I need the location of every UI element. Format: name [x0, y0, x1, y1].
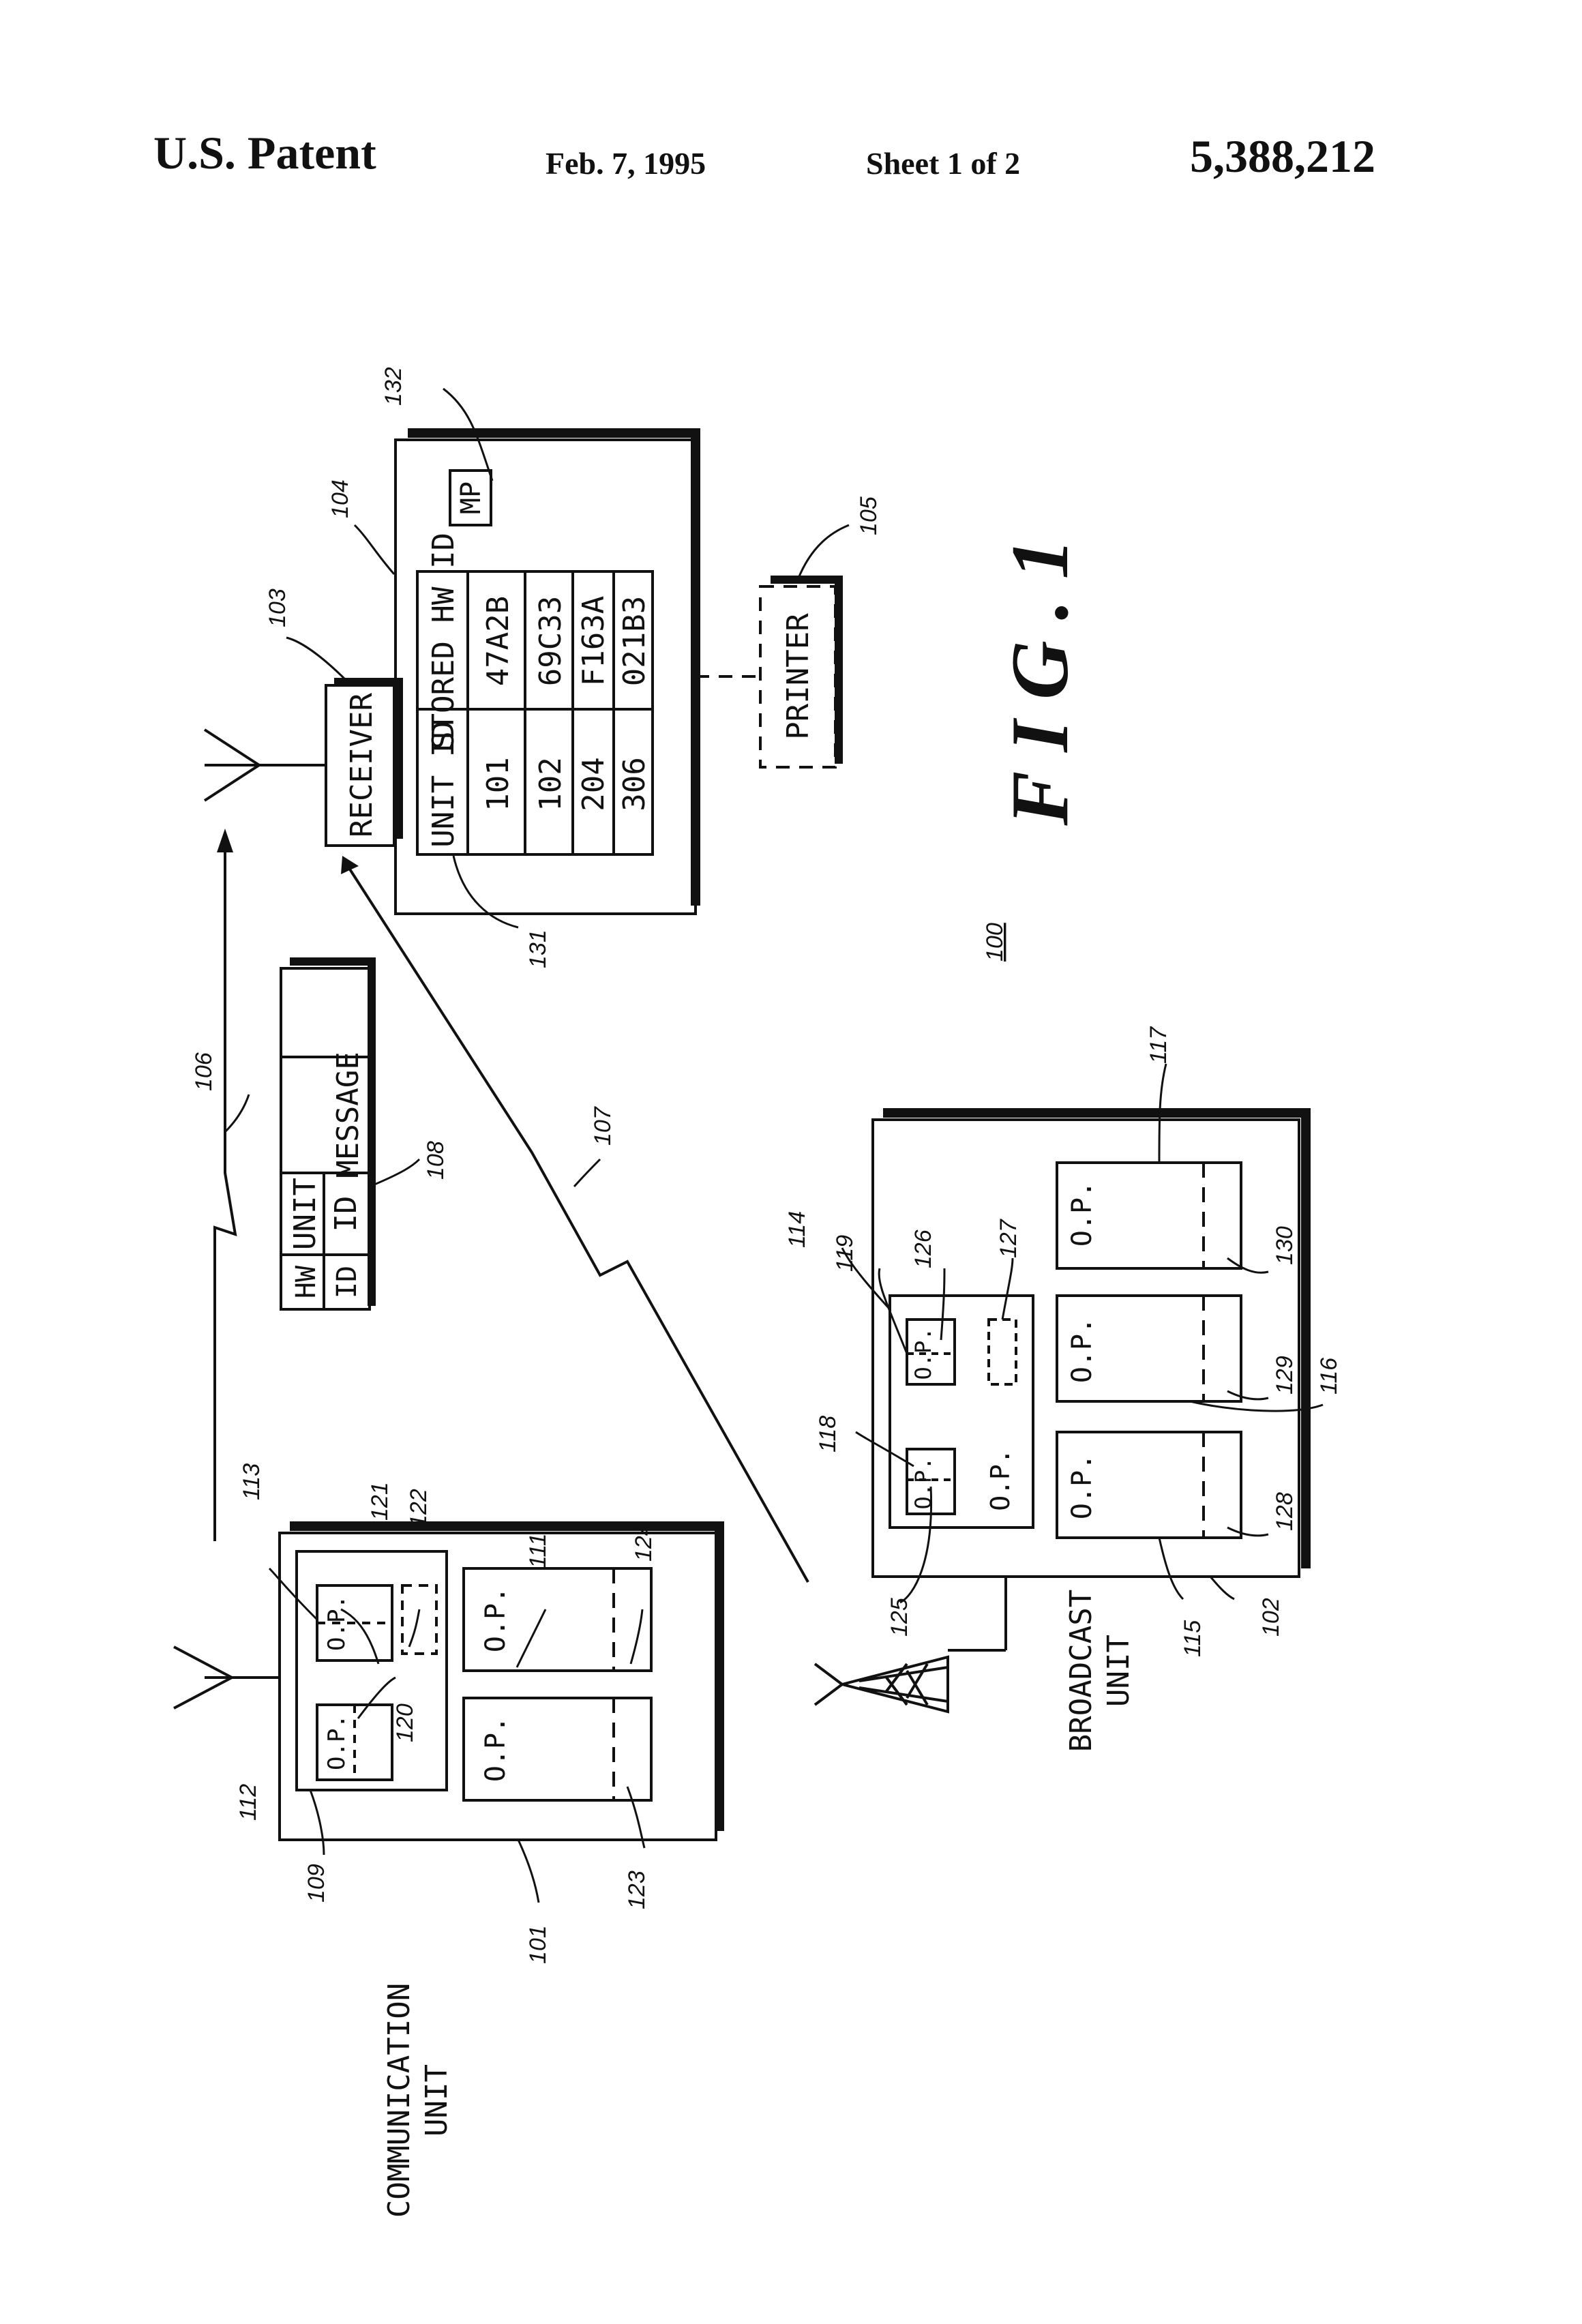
message-unit-id: UNIT [288, 1178, 323, 1250]
terminal-104: UNIT ID STORED HW ID 101 47A2B 102 69C33… [355, 389, 696, 927]
message-108: MESSAGE UNIT ID HW ID [281, 962, 419, 1309]
ref-115: 115 [1180, 1620, 1206, 1657]
table-leader [453, 856, 518, 927]
receiver-103: RECEIVER [205, 638, 399, 846]
ref-129: 129 [1272, 1356, 1298, 1395]
communication-unit-label: UNIT [419, 2064, 454, 2136]
table-header-hw-id: STORED HW ID [426, 533, 461, 749]
ref-127: 127 [996, 1219, 1021, 1258]
arrowhead [217, 829, 233, 852]
ref-108: 108 [423, 1141, 449, 1180]
message-text: MESSAGE [331, 1052, 365, 1178]
link-leader [225, 1094, 249, 1132]
broadcast-unit-label: BROADCAST [1064, 1590, 1099, 1752]
printer-label: PRINTER [781, 613, 816, 740]
link-leader [574, 1159, 600, 1187]
ref-124: 124 [631, 1523, 657, 1562]
ref-114: 114 [784, 1211, 810, 1248]
link-107 [341, 856, 808, 1582]
op-label: O.P. [910, 1327, 936, 1380]
table-row-hw-id: 47A2B [481, 596, 516, 686]
ref-105: 105 [856, 496, 882, 535]
link-106 [215, 829, 249, 1541]
ref-106: 106 [191, 1052, 217, 1091]
ref-123: 123 [624, 1871, 650, 1909]
message-unit-id: ID [329, 1196, 363, 1232]
receiver-leader [286, 638, 348, 682]
ref-120: 120 [392, 1703, 418, 1742]
ref-126: 126 [910, 1230, 936, 1268]
op-label: O.P. [480, 1587, 511, 1652]
message-hw-id: ID [331, 1266, 363, 1298]
ref-109: 109 [303, 1864, 329, 1903]
tower-icon [842, 1657, 948, 1712]
op-label: O.P. [1066, 1181, 1098, 1247]
table-row-hw-id: 021B3 [617, 596, 652, 686]
printer-leader [798, 525, 849, 580]
module-109 [297, 1551, 447, 1790]
ref-131: 131 [525, 929, 551, 968]
ref-104: 104 [327, 479, 353, 518]
table-row-unit-id: 101 [481, 757, 516, 811]
ref-118: 118 [815, 1416, 841, 1452]
op-label: O.P. [323, 1595, 350, 1651]
op-label: O.P. [1066, 1454, 1098, 1519]
ref-113: 113 [239, 1463, 265, 1500]
ref-112: 112 [235, 1784, 261, 1821]
table-row-unit-id: 102 [533, 757, 568, 811]
ref-132: 132 [380, 367, 406, 406]
ref-103: 103 [265, 589, 290, 627]
terminal-leader [355, 525, 394, 574]
ref-111: 111 [525, 1533, 551, 1568]
broadcast-unit-102: O.P. O.P. O.P. O.P. O.P. O.P. BROADCAST … [815, 1064, 1323, 1752]
table-row-hw-id: F163A [576, 596, 611, 686]
table-row-unit-id: 204 [576, 757, 611, 811]
antenna-icon [815, 1664, 842, 1705]
ref-116: 116 [1316, 1358, 1342, 1395]
op-label: O.P. [480, 1716, 511, 1782]
ref-130: 130 [1272, 1226, 1298, 1265]
op-label: O.P. [910, 1457, 936, 1509]
unit-id-table: UNIT ID STORED HW ID 101 47A2B 102 69C33… [417, 533, 653, 854]
ref-119: 119 [832, 1235, 858, 1272]
ref-122: 122 [406, 1489, 432, 1528]
communication-unit-label: COMMUNICATION [382, 1983, 417, 2218]
ref-128: 128 [1272, 1492, 1298, 1531]
ref-125: 125 [886, 1598, 912, 1637]
ref-101: 101 [525, 1925, 551, 1964]
ref-100: 100 [982, 923, 1008, 962]
mp-label: MP [456, 481, 487, 514]
receiver-label: RECEIVER [344, 693, 379, 837]
printer-105: PRINTER [696, 525, 849, 767]
table-row-hw-id: 69C33 [533, 596, 568, 686]
message-leader [370, 1159, 419, 1187]
figure-label: F I G . 1 [994, 538, 1085, 826]
message-hw-id: HW [290, 1265, 322, 1298]
table-row-unit-id: 306 [617, 757, 652, 811]
op-label: O.P. [1066, 1317, 1098, 1383]
ref-107: 107 [590, 1106, 616, 1146]
ref-121: 121 [367, 1482, 393, 1521]
op-label: O.P. [323, 1714, 350, 1770]
ref-117: 117 [1146, 1026, 1171, 1064]
broadcast-unit-label: UNIT [1101, 1635, 1136, 1707]
op-label: O.P. [985, 1448, 1015, 1511]
ref-102: 102 [1258, 1598, 1284, 1637]
